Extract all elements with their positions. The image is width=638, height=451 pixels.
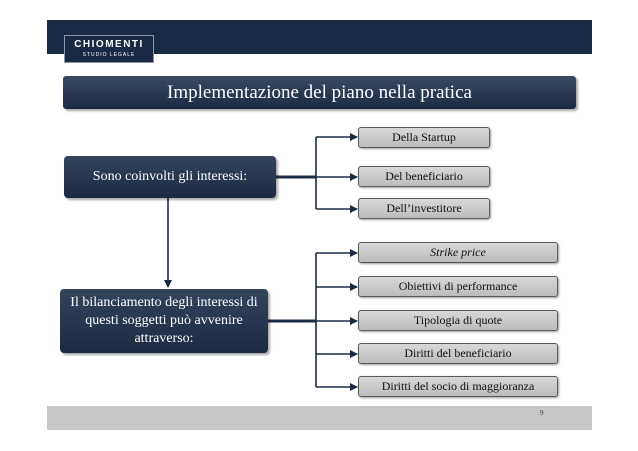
source-box-bilanciamento: Il bilanciamento degli interessi di ques… <box>60 289 268 353</box>
target-dell-investitore: Dell’investitore <box>358 198 490 219</box>
target-tipologia-quote: Tipologia di quote <box>358 310 558 331</box>
slide-title: Implementazione del piano nella pratica <box>63 76 576 109</box>
page-number: 9 <box>540 409 544 417</box>
target-del-beneficiario: Del beneficiario <box>358 166 490 187</box>
logo-subtitle: STUDIO LEGALE <box>82 52 136 58</box>
target-diritti-beneficiario: Diritti del beneficiario <box>358 343 558 364</box>
target-diritti-socio: Diritti del socio di maggioranza <box>358 376 558 397</box>
target-della-startup: Della Startup <box>358 127 490 148</box>
logo-name: CHIOMENTI <box>74 39 144 50</box>
target-obiettivi-performance: Obiettivi di performance <box>358 276 558 297</box>
target-strike-price: Strike price <box>358 242 558 263</box>
source-box-interessi: Sono coinvolti gli interessi: <box>64 156 276 198</box>
footer-band <box>47 406 592 430</box>
chiomenti-logo: CHIOMENTI STUDIO LEGALE <box>64 35 154 63</box>
